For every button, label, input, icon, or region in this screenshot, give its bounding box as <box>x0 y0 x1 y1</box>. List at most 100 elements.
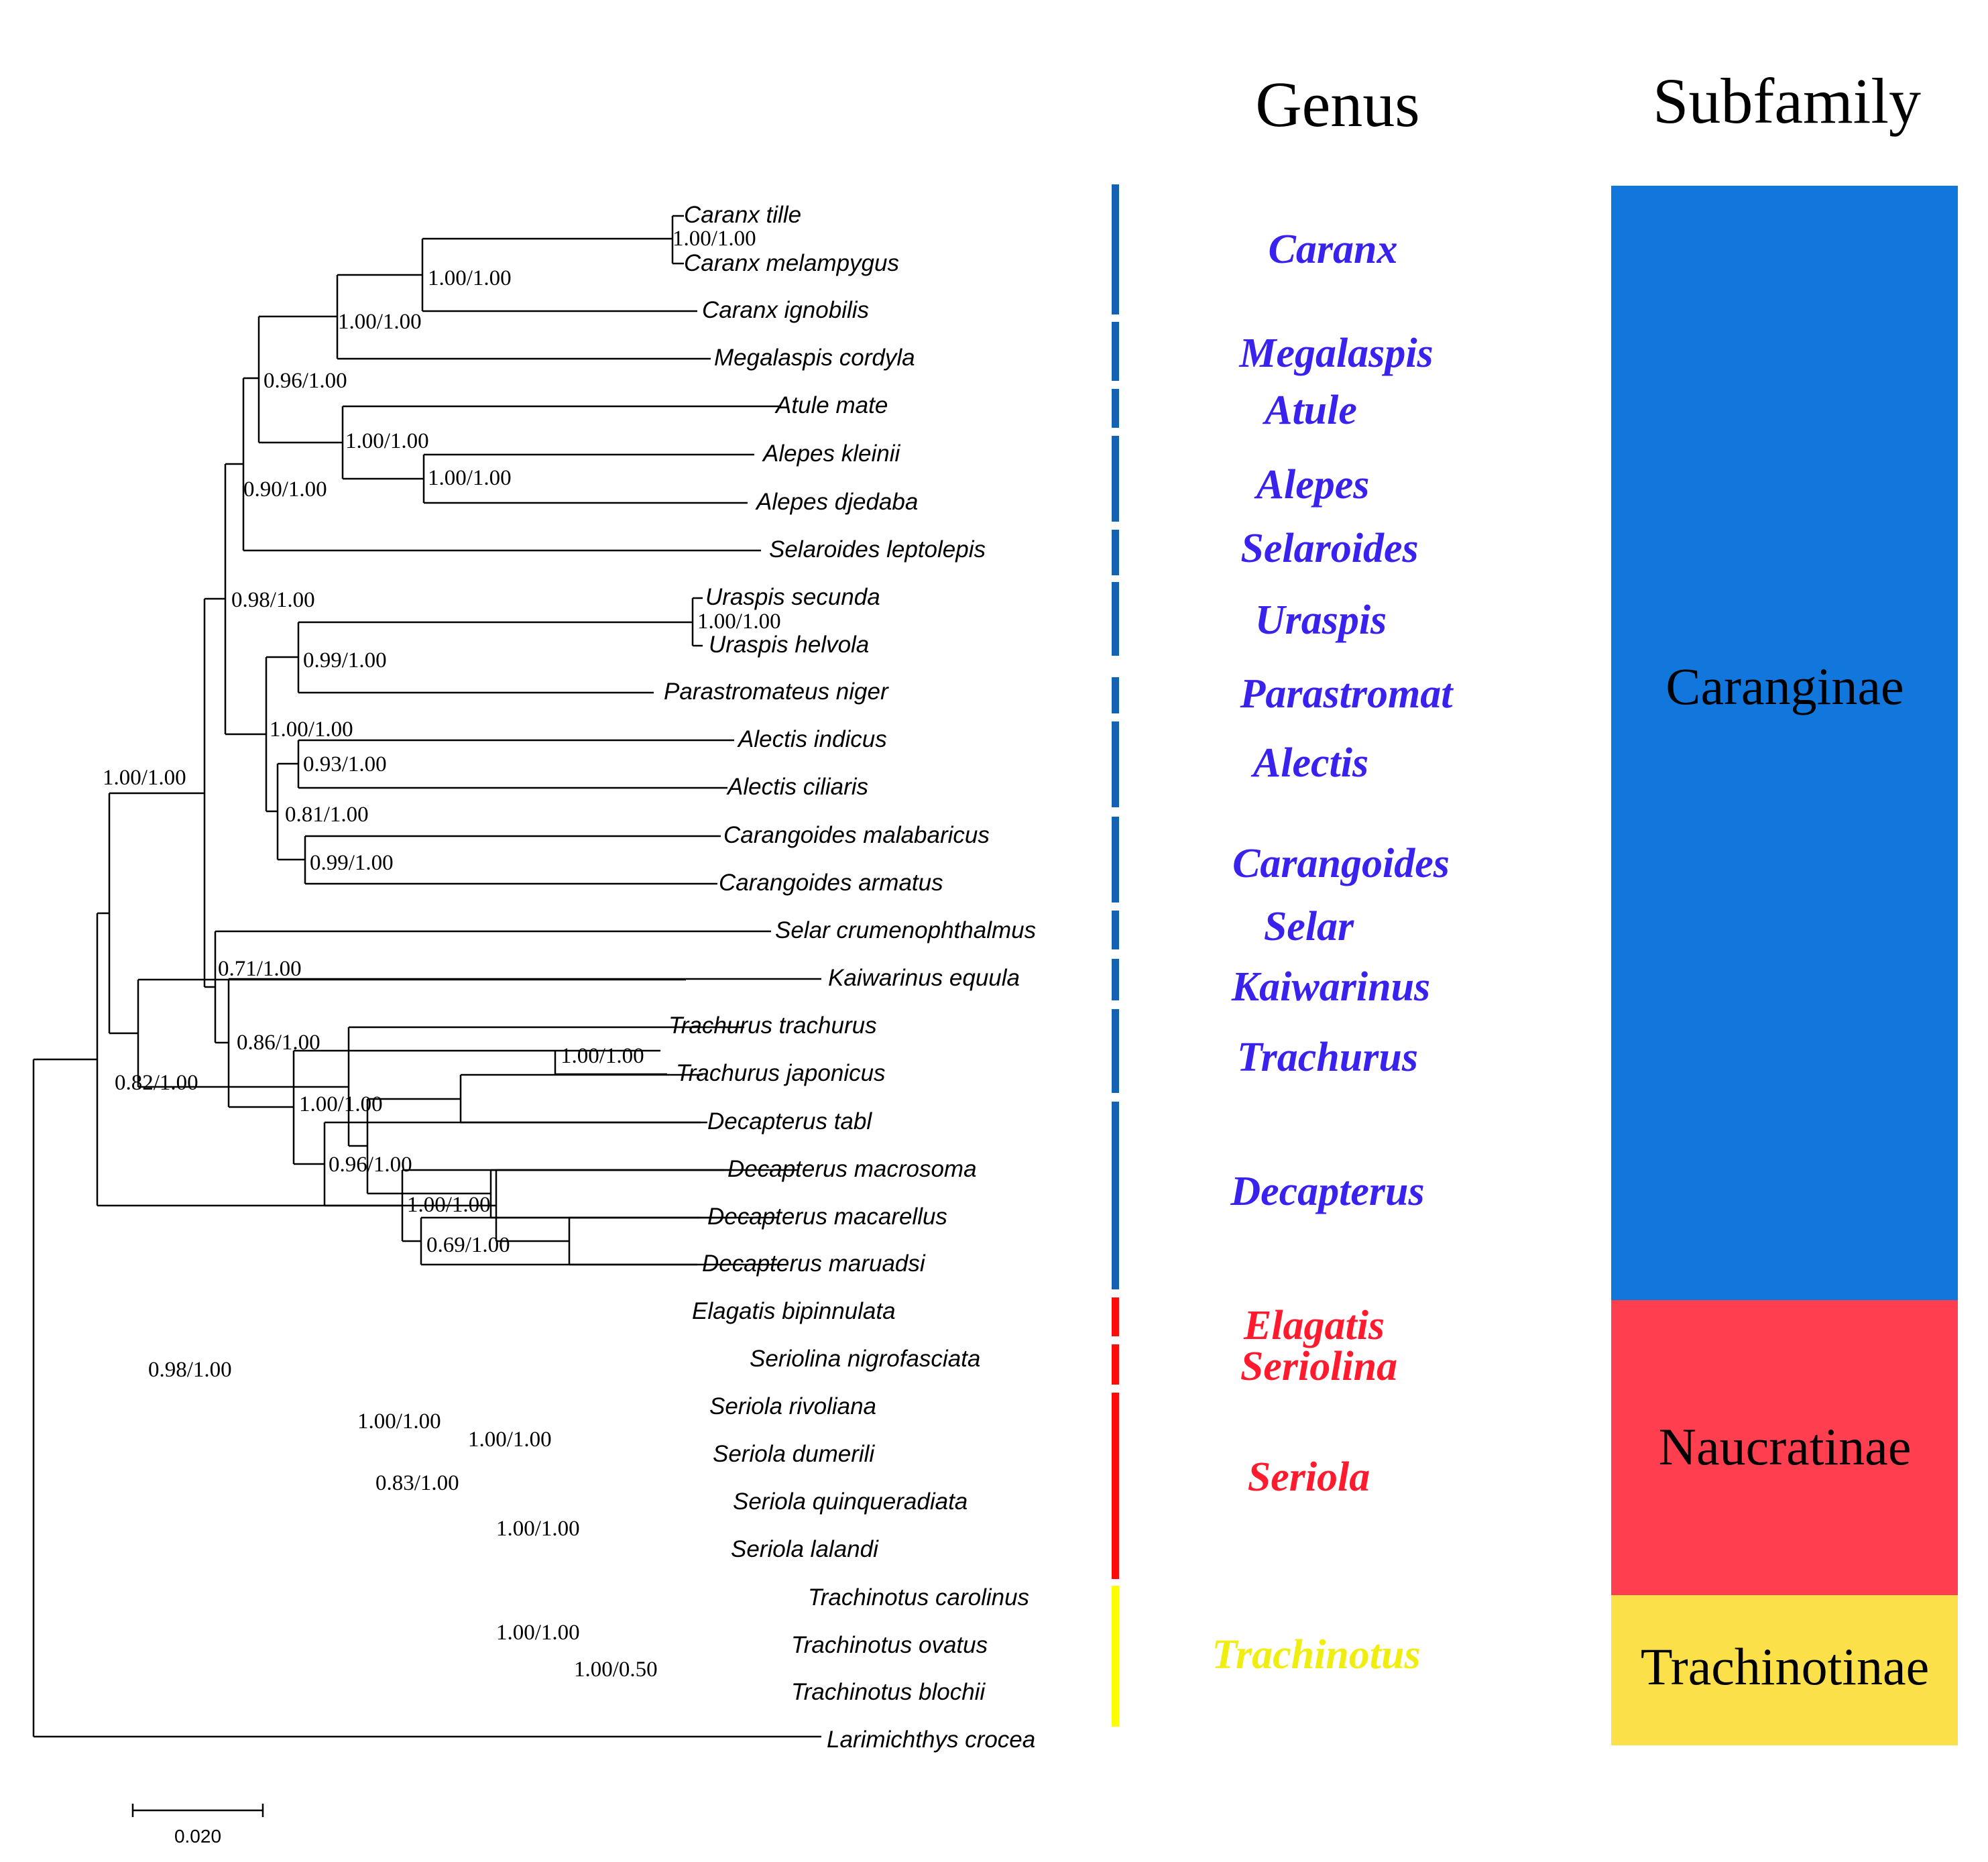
genus-name: Selar <box>1264 904 1354 949</box>
genus-name: Alepes <box>1254 462 1370 508</box>
genus-name: Trachurus <box>1237 1035 1418 1080</box>
genus-name: Alectis <box>1250 740 1368 786</box>
branch <box>32 1058 821 1738</box>
support-label: 0.81/1.00 <box>285 803 369 827</box>
taxon-label: Alepes kleinii <box>762 441 900 467</box>
genus-name: Uraspis <box>1255 597 1387 643</box>
branch <box>137 978 686 1088</box>
taxon-label: Megalaspis cordyla <box>714 345 915 371</box>
genus-name: Parastromat <box>1240 671 1454 717</box>
taxon-label: Kaiwarinus equula <box>828 965 1020 991</box>
genus-bar-alectis <box>1112 721 1119 807</box>
genus-bar-selaroides <box>1112 530 1119 575</box>
genus-bar-carangoides <box>1112 817 1119 903</box>
taxon-label: Carangoides armatus <box>719 870 943 896</box>
support-label: 1.00/1.00 <box>103 766 186 790</box>
support-label: 1.00/1.00 <box>561 1044 644 1068</box>
subfamily-block-trachinotinae <box>1611 1595 1958 1745</box>
taxon-label: Seriola quinqueradiata <box>733 1489 968 1515</box>
taxon-label: Larimichthys crocea <box>827 1727 1035 1753</box>
taxon-label: Decapterus macarellus <box>707 1204 947 1230</box>
scale-bar-label: 0.020 <box>174 1826 221 1847</box>
taxon-label: Seriolina nigrofasciata <box>750 1346 980 1372</box>
branch <box>257 315 343 444</box>
support-label: 0.98/1.00 <box>148 1358 232 1382</box>
subfamily-label: Naucratinae <box>1659 1417 1912 1476</box>
support-label: 1.00/1.00 <box>407 1193 491 1217</box>
support-label: 0.98/1.00 <box>231 588 315 612</box>
genus-name: Caranx <box>1269 227 1398 272</box>
support-label: 1.00/1.00 <box>673 227 756 251</box>
taxon-label: Alepes djedaba <box>755 489 918 515</box>
genus-name: Kaiwarinus <box>1231 964 1430 1010</box>
genus-bar-uraspis <box>1112 582 1119 656</box>
genus-bar-elagatis <box>1112 1297 1119 1336</box>
branch <box>671 215 684 265</box>
branch <box>489 1169 731 1219</box>
taxon-label: Seriola lalandi <box>731 1536 879 1562</box>
support-label: 1.00/1.00 <box>338 310 422 334</box>
support-label: 1.00/1.00 <box>428 266 512 290</box>
taxon-label: Parastromateus niger <box>664 679 889 705</box>
support-label: 1.00/1.00 <box>496 1621 580 1645</box>
support-label: 0.83/1.00 <box>375 1471 459 1495</box>
genus-name: Elagatis <box>1243 1303 1385 1348</box>
branch <box>108 792 204 1035</box>
taxon-label: Selaroides leptolepis <box>769 536 986 563</box>
taxon-label: Seriola rivoliana <box>709 1393 876 1419</box>
support-label: 1.00/1.00 <box>299 1092 383 1116</box>
support-label: 1.00/1.00 <box>345 429 429 453</box>
genus-bar-trachurus <box>1112 1009 1119 1093</box>
support-label: 0.69/1.00 <box>426 1233 510 1257</box>
support-label: 1.00/0.50 <box>574 1657 658 1682</box>
taxon-label: Decapterus maruadsi <box>702 1250 926 1277</box>
support-label: 0.96/1.00 <box>329 1153 412 1177</box>
taxon-label: Atule mate <box>774 392 888 418</box>
taxon-label: Decapterus macrosoma <box>727 1156 977 1182</box>
taxon-label: Trachurus trachurus <box>668 1012 877 1039</box>
support-label: 0.90/1.00 <box>243 477 327 502</box>
branch <box>242 377 761 552</box>
subfamily-label: Caranginae <box>1665 657 1904 715</box>
support-label: 1.00/1.00 <box>270 717 353 742</box>
taxon-label: Uraspis helvola <box>709 632 869 658</box>
taxon-label: Seriola dumerili <box>713 1441 875 1467</box>
taxon-label: Carangoides malabaricus <box>723 822 990 848</box>
genus-name: Decapterus <box>1230 1169 1424 1214</box>
support-label: 1.00/1.00 <box>697 609 781 634</box>
branch <box>347 1026 744 1147</box>
taxon-label: Uraspis secunda <box>705 584 880 610</box>
taxon-label: Alectis indicus <box>737 726 887 752</box>
taxon-labels: Caranx tille Caranx melampygus Caranx ig… <box>664 202 1036 1753</box>
support-label: 0.99/1.00 <box>303 648 387 673</box>
taxon-label: Elagatis bipinnulata <box>692 1298 896 1324</box>
support-label: 1.00/1.00 <box>496 1517 580 1541</box>
subfamily-block-caranginae <box>1611 186 1958 1300</box>
scale-bar-line <box>131 1804 264 1817</box>
support-label: 0.71/1.00 <box>218 957 302 981</box>
genus-names: Caranx Megalaspis Atule Alepes Selaroide… <box>1212 227 1454 1678</box>
taxon-label: Trachinotus blochii <box>791 1679 986 1705</box>
genus-name: Trachinotus <box>1212 1632 1420 1678</box>
genus-bar-alepes <box>1112 436 1119 522</box>
support-label: 1.00/1.00 <box>428 466 512 490</box>
genus-bar-selar <box>1112 911 1119 949</box>
taxon-label: Caranx melampygus <box>684 250 899 276</box>
genus-bar-atule <box>1112 389 1119 428</box>
support-label: 0.86/1.00 <box>237 1031 320 1055</box>
taxon-label: Trachinotus ovatus <box>791 1632 988 1658</box>
subfamily-label: Trachinotinae <box>1641 1637 1929 1696</box>
genus-bar-kaiwarinus <box>1112 959 1119 1000</box>
taxon-label: Alectis ciliaris <box>726 774 868 800</box>
genus-bar-decapterus <box>1112 1102 1119 1289</box>
support-label: 0.96/1.00 <box>264 369 347 393</box>
genus-bar-seriola <box>1112 1393 1119 1579</box>
genus-name: Seriolina <box>1240 1344 1397 1389</box>
branch <box>203 597 225 988</box>
support-label: 0.82/1.00 <box>115 1071 198 1095</box>
taxon-label: Selar crumenophthalmus <box>775 917 1036 943</box>
taxon-label: Caranx tille <box>684 202 801 228</box>
genus-bar-megalaspis <box>1112 322 1119 381</box>
